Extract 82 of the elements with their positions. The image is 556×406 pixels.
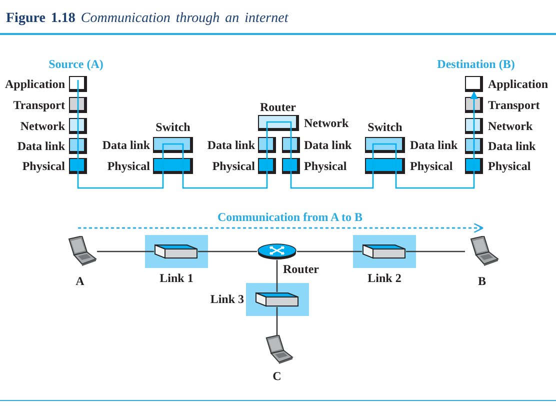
layer-box	[365, 137, 405, 153]
link-label: Link 2	[366, 271, 402, 285]
connector-line	[372, 153, 374, 158]
connector-line	[182, 174, 268, 189]
layer-label: Network	[488, 118, 534, 134]
layer-label: Application	[488, 76, 550, 92]
layer-label: Data link	[206, 137, 255, 153]
link-label: Link 3	[209, 292, 244, 306]
layer-label: Physical	[211, 158, 255, 174]
layer-label: Application	[4, 76, 65, 92]
device-heading: Router	[259, 100, 297, 114]
connector-line	[276, 260, 278, 292]
layer-box	[258, 158, 276, 174]
layer-box	[69, 118, 87, 134]
layer-box	[282, 137, 300, 153]
title: Figure 1.18 Communication through an internet	[6, 10, 288, 28]
layer-box	[258, 115, 299, 131]
layer-box	[365, 158, 405, 174]
connector-line	[290, 131, 292, 137]
layer-label: Physical	[21, 158, 65, 174]
connector-line	[77, 154, 79, 158]
layer-label: Network	[19, 118, 65, 134]
connector-line	[97, 250, 154, 252]
device-label: C	[272, 368, 282, 384]
layer-label: Physical	[106, 158, 150, 174]
connector-line	[395, 153, 397, 158]
layer-label: Data link	[410, 137, 459, 153]
switch-drawing	[362, 244, 406, 259]
connector-line	[290, 174, 374, 189]
connector-line	[162, 153, 164, 158]
connector-line	[406, 250, 465, 252]
connector-line	[77, 113, 79, 118]
layer-label: Data link	[304, 137, 353, 153]
layer-label: Network	[304, 115, 350, 131]
connector-line	[290, 153, 292, 158]
layer-label: Data link	[101, 137, 150, 153]
layer-box	[69, 76, 87, 92]
layer-box	[69, 158, 87, 174]
device-label: A	[74, 273, 86, 289]
connector-line	[297, 250, 362, 252]
layer-box	[465, 118, 483, 134]
layer-box	[153, 137, 193, 153]
connector-line	[395, 174, 475, 189]
device-label: B	[476, 273, 487, 289]
device-label: Router	[283, 261, 320, 277]
heading-label: Destination (B)	[436, 57, 516, 71]
layer-box	[69, 138, 87, 154]
connector-line	[470, 91, 478, 100]
connector-line	[276, 307, 278, 335]
heading-label: Communication from A to B	[216, 210, 364, 224]
connector-line	[473, 134, 475, 138]
layer-label: Data link	[16, 138, 65, 154]
layer-label: Physical	[488, 158, 532, 174]
connector-line	[182, 153, 184, 158]
device-heading: Switch	[154, 120, 192, 134]
layer-label: Data link	[488, 138, 537, 154]
connector-line	[77, 134, 79, 138]
connector-line	[266, 153, 268, 158]
layer-box	[282, 158, 300, 174]
layer-box	[69, 97, 87, 113]
connector-line	[266, 131, 268, 137]
layer-label: Physical	[304, 158, 348, 174]
switch-drawing	[154, 244, 198, 259]
device-heading: Switch	[366, 120, 404, 134]
switch-drawing	[255, 292, 299, 307]
layer-box	[465, 138, 483, 154]
layer-label: Transport	[488, 97, 541, 113]
heading-label: Source (A)	[48, 57, 104, 71]
router-drawing	[257, 243, 297, 260]
layer-box	[465, 76, 483, 92]
layer-box	[258, 137, 276, 153]
link-label: Link 1	[158, 271, 194, 285]
layer-box	[153, 158, 193, 174]
connector-line	[473, 113, 475, 118]
connector-line	[77, 174, 164, 189]
layer-box	[465, 158, 483, 174]
connector-line	[473, 154, 475, 158]
connector-line	[77, 92, 79, 97]
layer-label: Physical	[410, 158, 454, 174]
connector-line	[198, 250, 257, 252]
layer-label: Transport	[12, 97, 65, 113]
layer-box	[465, 97, 483, 113]
